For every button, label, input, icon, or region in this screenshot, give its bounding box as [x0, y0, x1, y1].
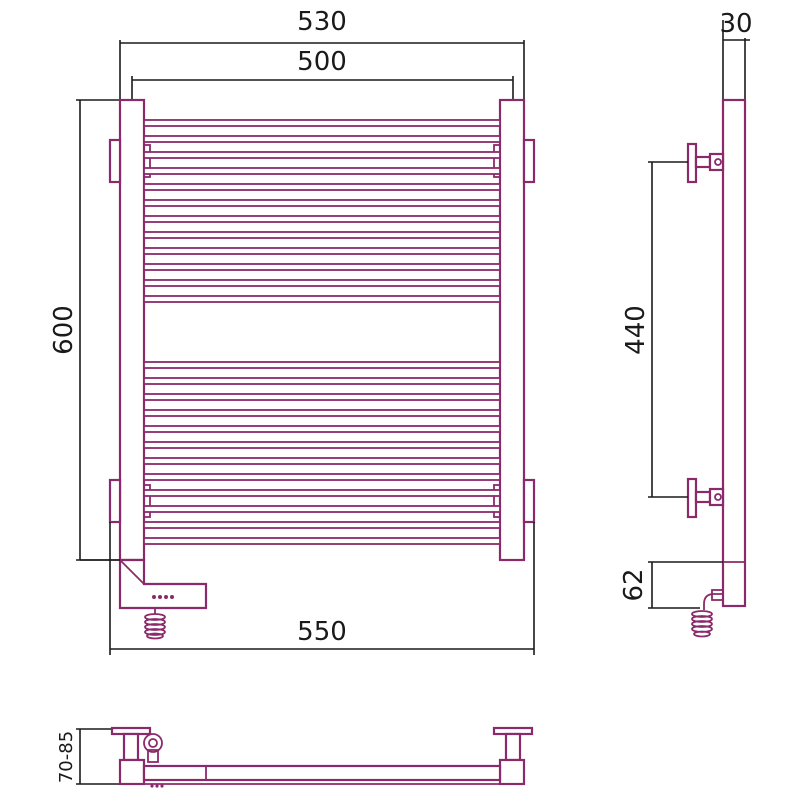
rail-upper-5 [143, 183, 501, 191]
rail-upper-10 [143, 263, 501, 271]
rail-lower-11 [143, 521, 501, 529]
rail-lower-8 [143, 473, 501, 481]
heater-housing-edge [119, 559, 145, 585]
top-heater-dots [150, 784, 164, 788]
dimension-label-500: 500 [297, 47, 347, 77]
dimension-label-530: 530 [297, 7, 347, 37]
side-mount-upper [686, 142, 725, 184]
bracket-top-left-inner [143, 144, 151, 178]
horizontal-rails [143, 119, 501, 545]
rail-upper-3 [143, 151, 501, 159]
side-view: 30 440 62 [619, 9, 753, 638]
top-standoff-left [122, 732, 140, 762]
side-mount-lower [686, 477, 725, 519]
dimension-label-440: 440 [621, 305, 651, 355]
rail-upper-8 [143, 231, 501, 239]
dimension-cable-offset: 62 [619, 561, 723, 609]
front-view: 530 500 600 [49, 7, 536, 655]
dimension-depth: 30 [719, 9, 753, 100]
rail-upper-1 [143, 119, 501, 127]
dimension-label-600: 600 [49, 305, 79, 355]
left-collector [118, 98, 146, 562]
mount-brackets-front [108, 138, 536, 524]
dimension-wall-offset: 70-85 [56, 728, 120, 785]
side-collector [721, 98, 747, 608]
top-collector-left [118, 758, 146, 786]
bracket-top-right-inner [493, 144, 501, 178]
dimension-label-70-85: 70-85 [56, 731, 77, 783]
rail-upper-4 [143, 167, 501, 175]
rail-lower-3 [143, 393, 501, 401]
dimension-label-30: 30 [719, 9, 752, 39]
dimension-label-550: 550 [297, 617, 347, 647]
bracket-bottom-right [522, 478, 536, 524]
bracket-bottom-right-inner [493, 484, 501, 518]
heater-indicator-dots [152, 595, 174, 599]
top-rail-bar [142, 764, 502, 782]
top-view: 70-85 [56, 726, 534, 788]
bracket-bottom-left-inner [143, 484, 151, 518]
dimension-top-inner: 500 [131, 47, 514, 100]
dimension-top-outer: 530 [119, 7, 525, 100]
dimension-mount-spacing: 440 [621, 161, 688, 498]
rail-lower-6 [143, 441, 501, 449]
top-cable-gland [143, 733, 163, 763]
heater-housing [118, 558, 208, 610]
rail-upper-7 [143, 215, 501, 223]
heating-element [118, 558, 208, 640]
dimension-label-62: 62 [619, 568, 649, 601]
bracket-bottom-left [108, 478, 122, 524]
bracket-top-right [522, 138, 536, 184]
rail-lower-12 [143, 537, 501, 545]
dimension-bottom: 550 [80, 522, 535, 655]
rail-lower-1 [143, 361, 501, 369]
rail-lower-9 [143, 489, 501, 497]
heater-cable-coil [144, 608, 166, 640]
top-heater-box [143, 765, 207, 781]
right-collector [498, 98, 526, 562]
top-standoff-right [504, 732, 522, 762]
rail-lower-2 [143, 377, 501, 385]
side-cable-coil [691, 589, 724, 638]
rail-upper-6 [143, 199, 501, 207]
bracket-top-left [108, 138, 122, 184]
rail-lower-4 [143, 409, 501, 417]
rail-upper-2 [143, 135, 501, 143]
rail-lower-5 [143, 425, 501, 433]
rail-lower-10 [143, 505, 501, 513]
rail-lower-7 [143, 457, 501, 465]
rail-upper-12 [143, 295, 501, 303]
top-collector-right [498, 758, 526, 786]
rail-upper-11 [143, 279, 501, 287]
rail-upper-9 [143, 247, 501, 255]
